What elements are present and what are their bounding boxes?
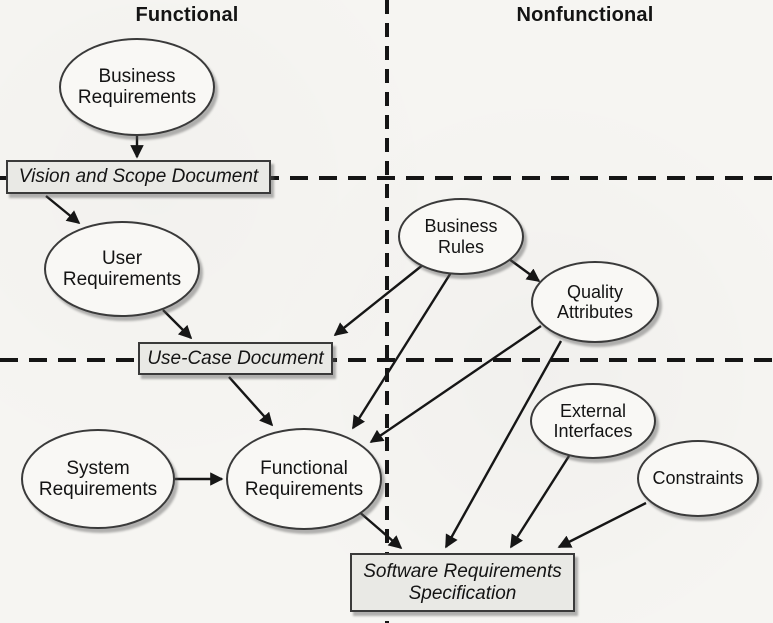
edge-use_case-to-functional_requirements <box>228 376 274 427</box>
node-software-requirements-specification: Software Requirements Specification <box>350 553 575 612</box>
use-case-document-label: Use-Case Document <box>147 347 324 369</box>
edge-functional_requirements-to-srs <box>356 509 403 550</box>
quality-attributes-label: Quality Attributes <box>556 281 634 322</box>
edge-vision_scope-to-user_requirements <box>45 195 81 225</box>
edge-user_requirements-to-use_case <box>162 309 193 340</box>
node-functional-requirements: Functional Requirements <box>226 428 382 530</box>
system-requirements-label: System Requirements <box>38 457 158 500</box>
edge-external_interfaces-to-srs <box>509 455 571 549</box>
node-external-interfaces: External Interfaces <box>530 383 656 459</box>
node-quality-attributes: Quality Attributes <box>531 261 659 343</box>
node-business-requirements: Business Requirements <box>59 38 215 136</box>
software-requirements-specification-label: Software Requirements Specification <box>363 561 562 604</box>
node-business-rules: Business Rules <box>398 198 524 275</box>
user-requirements-label: User Requirements <box>62 247 182 290</box>
functional-section-heading: Functional <box>135 4 239 26</box>
business-rules-label: Business Rules <box>424 216 498 257</box>
nonfunctional-section-heading: Nonfunctional <box>516 4 654 26</box>
edge-business_rules-to-functional_requirements <box>351 270 454 430</box>
edge-business_rules-to-use_case <box>333 263 425 337</box>
node-constraints: Constraints <box>637 440 759 517</box>
node-vision-and-scope-document: Vision and Scope Document <box>6 160 271 194</box>
edge-constraints-to-srs <box>557 501 647 549</box>
edge-quality_attributes-to-srs <box>444 340 563 549</box>
business-requirements-label: Business Requirements <box>77 65 197 108</box>
constraints-label: Constraints <box>652 468 744 489</box>
vision-and-scope-document-label: Vision and Scope Document <box>18 166 259 188</box>
node-user-requirements: User Requirements <box>44 221 200 317</box>
functional-requirements-label: Functional Requirements <box>244 457 364 500</box>
external-interfaces-label: External Interfaces <box>553 400 633 441</box>
edge-quality_attributes-to-functional_requirements <box>369 325 542 443</box>
node-system-requirements: System Requirements <box>21 429 175 529</box>
edge-business_rules-to-quality_attributes <box>508 258 541 282</box>
node-use-case-document: Use-Case Document <box>138 342 333 375</box>
